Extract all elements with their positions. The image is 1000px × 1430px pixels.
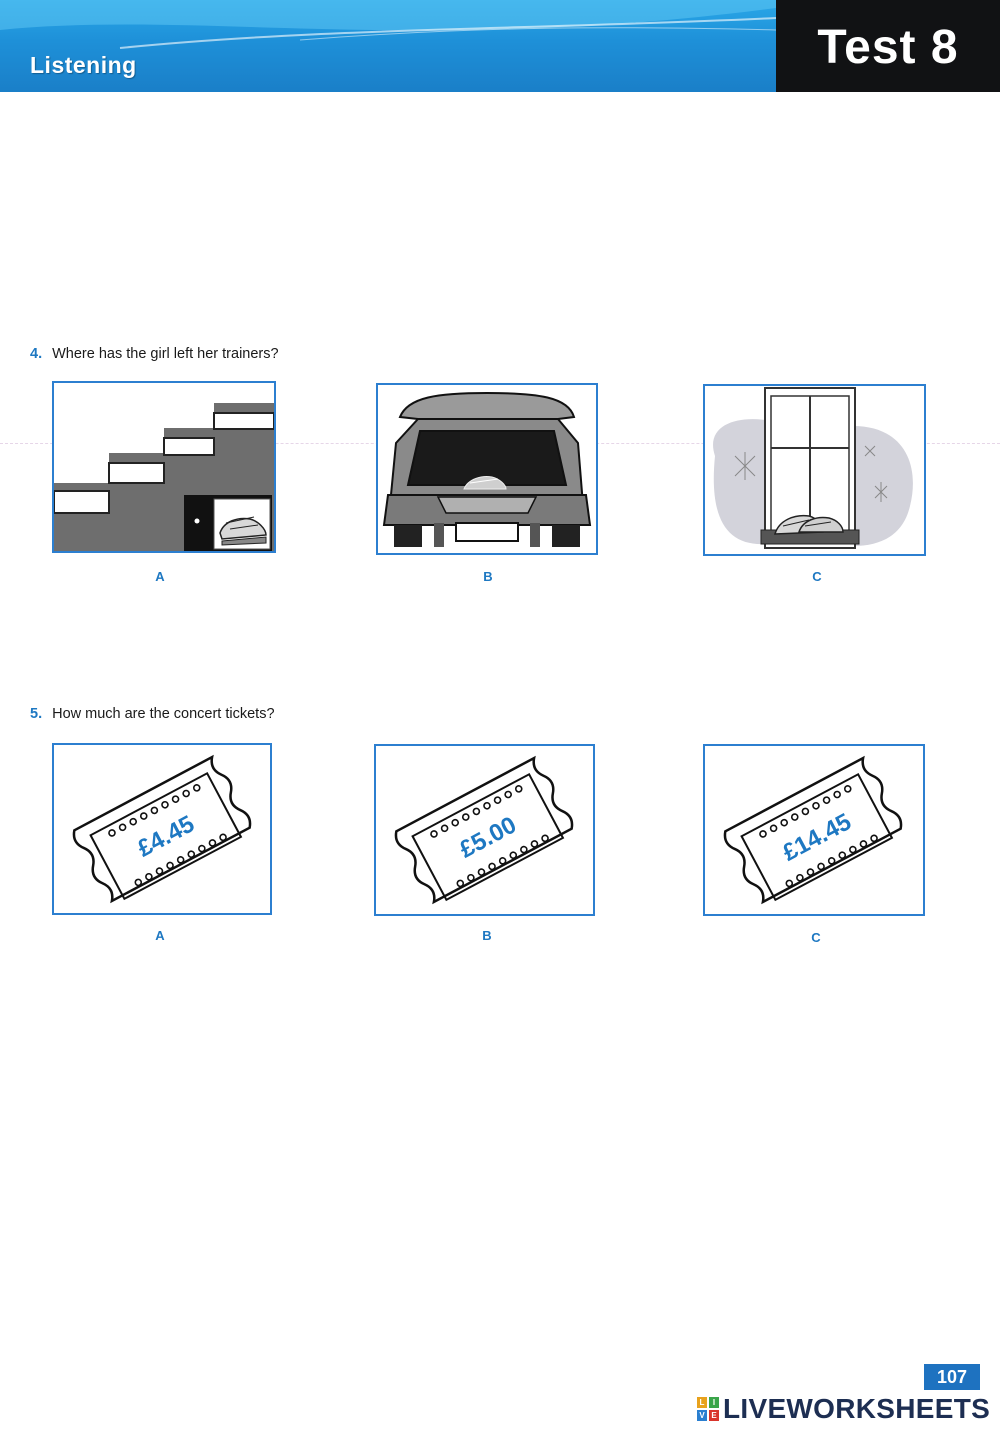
option-picture-doormat[interactable]: [703, 384, 926, 556]
question-4: 4. Where has the girl left her trainers?: [30, 346, 279, 362]
ticket-illustration: £14.45: [723, 755, 903, 905]
section-label: Listening: [30, 52, 137, 78]
option-letter-c[interactable]: C: [812, 569, 822, 584]
ticket-illustration: £5.00: [394, 755, 574, 905]
trainers-icon: [463, 476, 507, 490]
option-picture-ticket-a[interactable]: £4.45: [52, 743, 272, 915]
question-5: 5. How much are the concert tickets?: [30, 706, 275, 722]
car-boot-illustration: [378, 385, 596, 553]
liveworksheets-brand[interactable]: L I V E LIVEWORKSHEETS: [697, 1392, 990, 1426]
option-letter-b[interactable]: B: [482, 928, 492, 943]
header-wave-decoration: [0, 0, 776, 49]
header-banner: Listening: [0, 0, 776, 92]
test-badge: Test 8: [776, 0, 1000, 92]
question-number: 4.: [30, 346, 43, 362]
trainers-icon: [773, 514, 844, 535]
option-picture-stairs[interactable]: [52, 381, 276, 553]
question-text: Where has the girl left her trainers?: [52, 346, 279, 362]
option-picture-ticket-c[interactable]: £14.45: [703, 744, 925, 916]
question-text: How much are the concert tickets?: [52, 706, 275, 722]
test-title: Test 8: [817, 21, 959, 74]
ticket-illustration: £4.45: [72, 754, 252, 904]
stairs-illustration: [54, 383, 274, 551]
brand-name: LIVEWORKSHEETS: [723, 1393, 991, 1424]
doormat-illustration: [705, 386, 924, 554]
liveworksheets-logo-icon: L I V E: [697, 1397, 719, 1421]
question-number: 5.: [30, 706, 43, 722]
option-picture-ticket-b[interactable]: £5.00: [374, 744, 595, 916]
option-letter-a[interactable]: A: [155, 569, 165, 584]
page-number: 107: [924, 1364, 980, 1390]
page-header: Listening Test 8: [0, 0, 1000, 92]
option-letter-b[interactable]: B: [483, 569, 493, 584]
option-picture-car-boot[interactable]: [376, 383, 598, 555]
trainers-icon: [219, 516, 267, 546]
option-letter-c[interactable]: C: [811, 930, 821, 945]
option-letter-a[interactable]: A: [155, 928, 165, 943]
